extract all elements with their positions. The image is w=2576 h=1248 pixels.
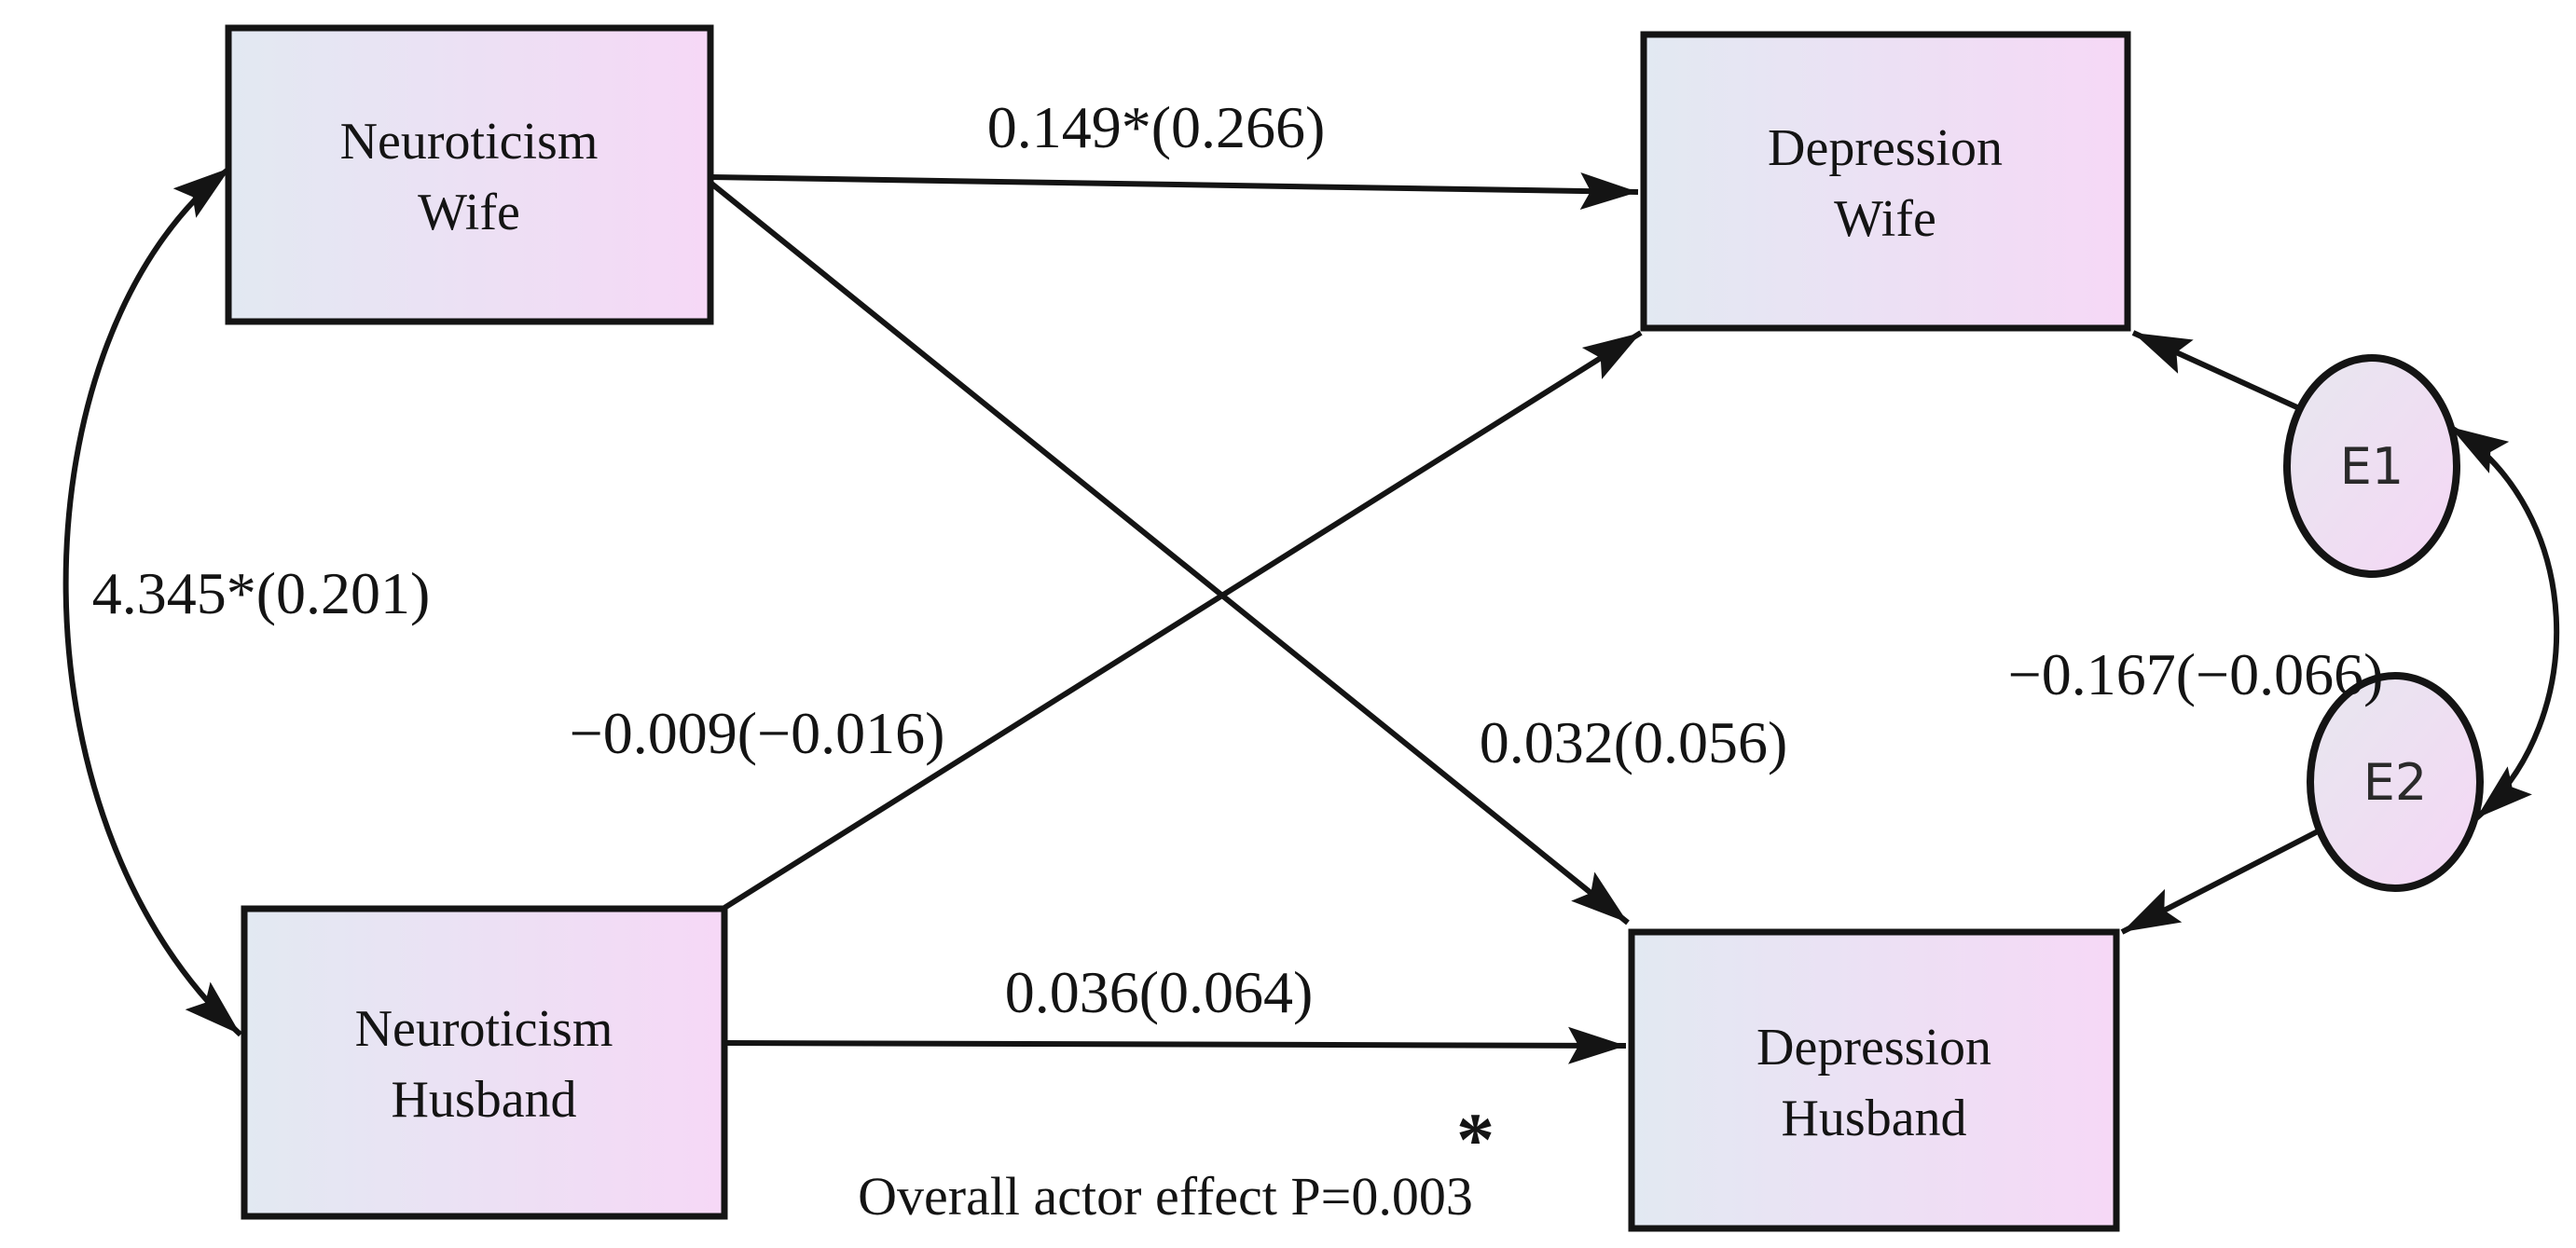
neuroticism-wife-label-line1: Neuroticism [340, 113, 599, 171]
depression-wife-label-line1: Depression [1768, 119, 2003, 177]
error1-ellipse [2283, 354, 2460, 578]
error1-to-depression-wife-arrow [2131, 330, 2301, 411]
neuroticism-wife-box [225, 24, 714, 325]
actor-wife-coefficient: 0.149*(0.266) [987, 94, 1326, 160]
overall-actor-effect-note: Overall actor effect P=0.003 [858, 1166, 1473, 1227]
actor-path-wife-arrow [709, 172, 1639, 211]
neuroticism-husband-label-line1: Neuroticism [355, 1000, 613, 1058]
partner-path-wife-to-husband-arrow [709, 180, 1630, 926]
depression-husband-label-line2: Husband [1781, 1090, 1966, 1147]
neuroticism-wife-label-line2: Wife [418, 184, 520, 241]
covariance-errors-arc [2448, 424, 2560, 821]
error1-label: E1 [2340, 437, 2404, 496]
actor-husband-coefficient: 0.036(0.064) [1005, 959, 1314, 1025]
depression-wife-label-line2: Wife [1834, 190, 1936, 248]
partner-wife-to-husband-coefficient: 0.032(0.056) [1480, 709, 1788, 775]
depression-husband-box [1628, 928, 2120, 1232]
neuroticism-husband-label-line2: Husband [391, 1071, 576, 1129]
partner-path-husband-to-wife-arrow [723, 330, 1643, 911]
error2-label: E2 [2363, 753, 2427, 812]
depression-wife-box [1640, 31, 2131, 332]
covariance-neuroticism-arc [62, 165, 243, 1037]
partner-husband-to-wife-coefficient: −0.009(−0.016) [570, 700, 945, 766]
depression-husband-label-line1: Depression [1756, 1019, 1991, 1077]
errors-covariance-coefficient: −0.167(−0.066) [2008, 641, 2384, 707]
actor-path-husband-arrow [723, 1026, 1627, 1064]
error2-ellipse [2307, 672, 2484, 892]
neuroticism-covariance-coefficient: 4.345*(0.201) [92, 560, 431, 626]
error2-to-depression-husband-arrow [2120, 827, 2323, 935]
overall-actor-effect-asterisk: * [1456, 1097, 1495, 1182]
neuroticism-husband-box [241, 905, 728, 1220]
